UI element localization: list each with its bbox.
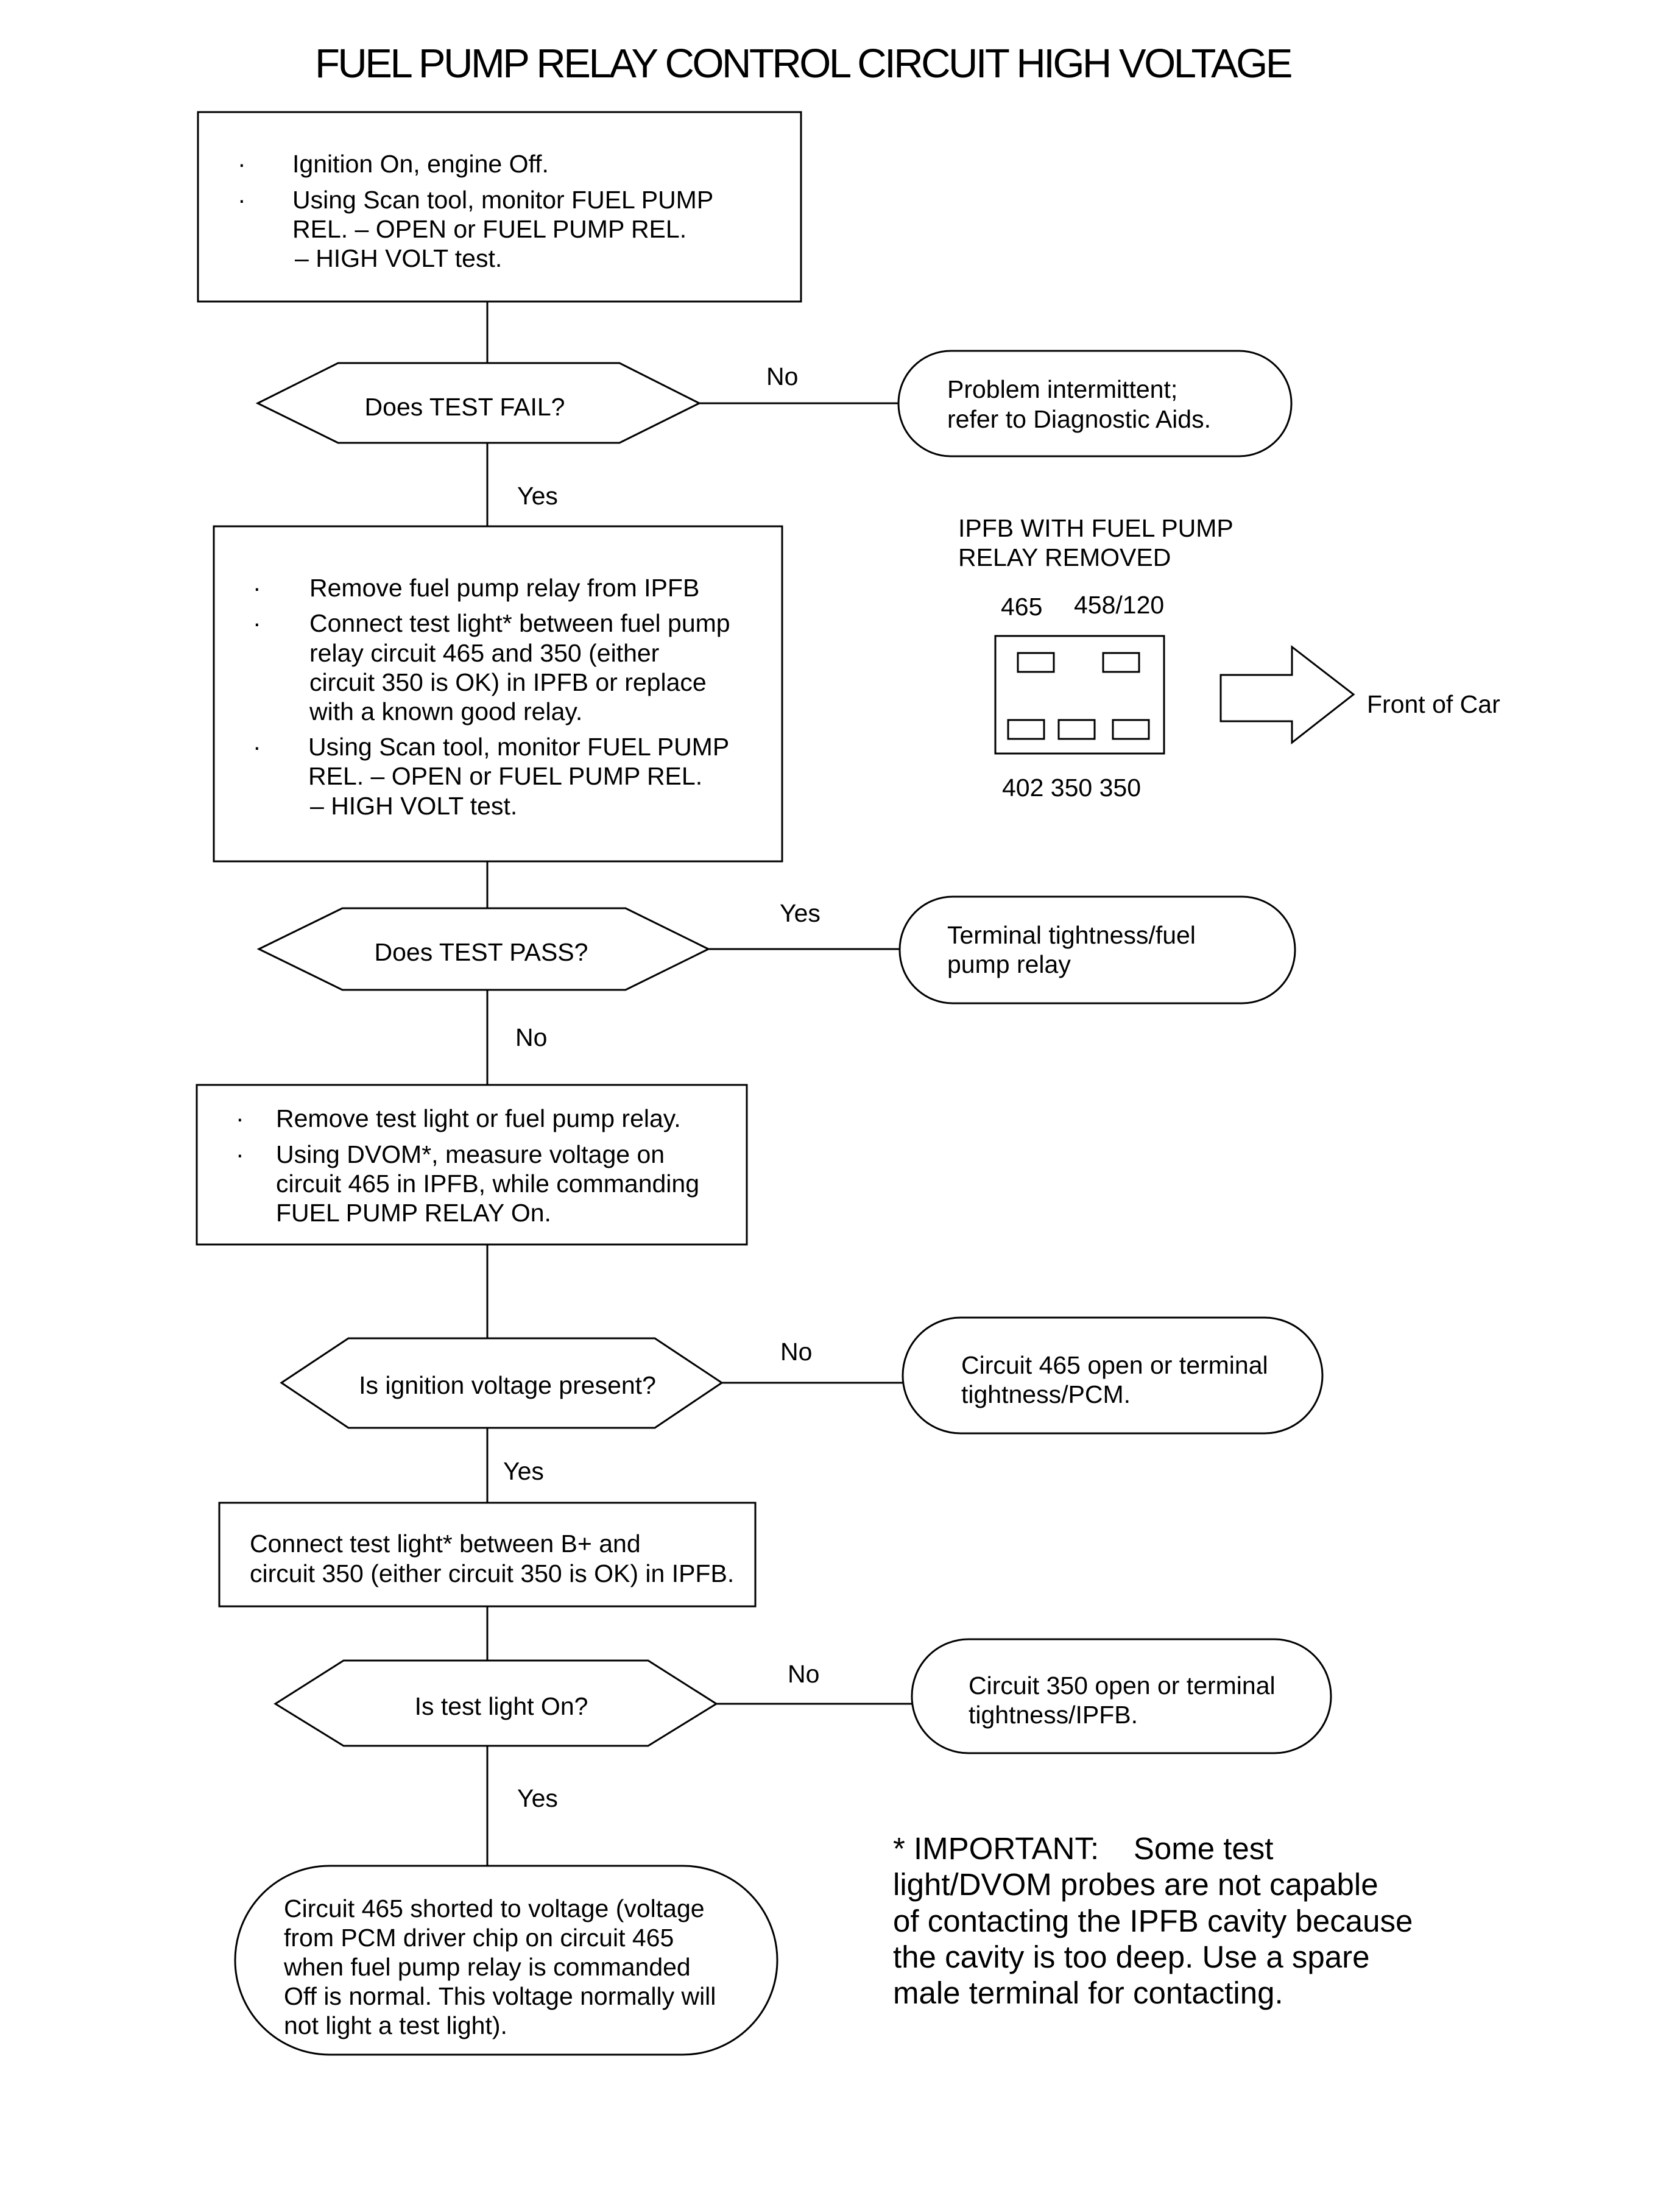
decision-1-question: Does TEST FAIL? bbox=[365, 393, 565, 421]
step-3-bullet-1: Remove test light or fuel pump relay. bbox=[276, 1104, 681, 1132]
result-1-line-2: refer to Diagnostic Aids. bbox=[947, 405, 1211, 433]
front-of-car-label: Front of Car bbox=[1367, 690, 1500, 718]
ipfb-bottom-labels: 402 350 350 bbox=[1002, 774, 1141, 802]
result-2-line-2: pump relay bbox=[947, 950, 1071, 978]
step-4-line-2: circuit 350 (either circuit 350 is OK) i… bbox=[250, 1559, 734, 1587]
decision-3-no-label: No bbox=[780, 1338, 812, 1366]
ipfb-diagram: IPFB WITH FUEL PUMP RELAY REMOVED 465 45… bbox=[958, 514, 1500, 802]
decision-4-question: Is test light On? bbox=[415, 1692, 588, 1720]
ipfb-cavity bbox=[1057, 719, 1096, 740]
result-2-terminal: Terminal tightness/fuel pump relay bbox=[898, 895, 1296, 1004]
step-4-line-1: Connect test light* between B+ and bbox=[250, 1530, 641, 1558]
important-note: * IMPORTANT: Some test light/DVOM probes… bbox=[893, 1831, 1413, 2010]
step-1-bullet-2-line-3: – HIGH VOLT test. bbox=[295, 244, 502, 272]
decision-3: Is ignition voltage present? bbox=[280, 1337, 724, 1429]
decision-4: Is test light On? bbox=[274, 1659, 718, 1747]
important-note-line-5: male terminal for contacting. bbox=[893, 1975, 1283, 2010]
result-4-line-2: tightness/IPFB. bbox=[969, 1701, 1138, 1729]
decision-1: Does TEST FAIL? bbox=[255, 362, 702, 444]
ipfb-top-label-465: 465 bbox=[1001, 593, 1042, 621]
ipfb-cavity bbox=[1102, 652, 1140, 673]
step-1-bullet-2-line-2: REL. – OPEN or FUEL PUMP REL. bbox=[292, 215, 686, 243]
important-note-line-3: of contacting the IPFB cavity because bbox=[893, 1904, 1413, 1938]
decision-2-yes-label: Yes bbox=[780, 899, 821, 927]
bullet: · bbox=[238, 150, 246, 178]
step-1-bullet-1: Ignition On, engine Off. bbox=[292, 150, 549, 178]
step-3-bullet-2-line-2: circuit 465 in IPFB, while commanding bbox=[276, 1170, 699, 1198]
decision-3-yes-label: Yes bbox=[503, 1457, 544, 1485]
ipfb-cavity bbox=[1007, 719, 1045, 740]
result-3-line-1: Circuit 465 open or terminal bbox=[961, 1351, 1268, 1379]
result-5-line-2: from PCM driver chip on circuit 465 bbox=[284, 1924, 674, 1952]
step-2-bullet-1: Remove fuel pump relay from IPFB bbox=[309, 574, 699, 602]
result-5-line-3: when fuel pump relay is commanded bbox=[283, 1953, 691, 1981]
ipfb-cavity bbox=[1112, 719, 1150, 740]
result-5-terminal: Circuit 465 shorted to voltage (voltage … bbox=[234, 1865, 778, 2056]
ipfb-heading-line-1: IPFB WITH FUEL PUMP bbox=[958, 514, 1234, 542]
page-title: FUEL PUMP RELAY CONTROL CIRCUIT HIGH VOL… bbox=[315, 41, 1291, 86]
step-3-box: · Remove test light or fuel pump relay. … bbox=[196, 1084, 748, 1246]
step-2-box: · Remove fuel pump relay from IPFB · Con… bbox=[213, 525, 783, 863]
decision-4-no-label: No bbox=[788, 1660, 819, 1688]
result-3-terminal: Circuit 465 open or terminal tightness/P… bbox=[902, 1316, 1324, 1435]
connectors bbox=[486, 302, 912, 1866]
decision-1-no-label: No bbox=[766, 362, 798, 390]
bullet: · bbox=[253, 609, 261, 637]
bullet: · bbox=[253, 574, 261, 602]
step-2-bullet-3-line-1: Using Scan tool, monitor FUEL PUMP bbox=[308, 733, 729, 761]
step-2-bullet-2-line-4: with a known good relay. bbox=[309, 697, 582, 725]
step-4-box: Connect test light* between B+ and circu… bbox=[218, 1502, 757, 1608]
bullet: · bbox=[236, 1104, 244, 1132]
result-5-line-4: Off is normal. This voltage normally wil… bbox=[284, 1982, 716, 2010]
result-1-line-1: Problem intermittent; bbox=[947, 375, 1177, 403]
result-1-terminal: Problem intermittent; refer to Diagnosti… bbox=[897, 350, 1293, 457]
important-note-line-4: the cavity is too deep. Use a spare bbox=[893, 1940, 1369, 1974]
step-2-bullet-2-line-1: Connect test light* between fuel pump bbox=[309, 609, 730, 637]
bullet: · bbox=[236, 1140, 244, 1168]
result-5-line-1: Circuit 465 shorted to voltage (voltage bbox=[284, 1894, 705, 1922]
decision-2-question: Does TEST PASS? bbox=[375, 938, 588, 966]
step-2-bullet-3-line-3: – HIGH VOLT test. bbox=[310, 792, 517, 820]
step-3-bullet-2-line-1: Using DVOM*, measure voltage on bbox=[276, 1140, 665, 1168]
step-2-bullet-3-line-2: REL. – OPEN or FUEL PUMP REL. bbox=[308, 762, 702, 790]
step-2-bullet-2-line-3: circuit 350 is OK) in IPFB or replace bbox=[309, 668, 707, 696]
important-note-line-2: light/DVOM probes are not capable bbox=[893, 1867, 1378, 1902]
result-4-line-1: Circuit 350 open or terminal bbox=[969, 1672, 1276, 1700]
ipfb-top-label-458: 458/120 bbox=[1074, 591, 1164, 619]
result-2-line-1: Terminal tightness/fuel bbox=[947, 921, 1196, 949]
ipfb-cavity bbox=[1017, 652, 1055, 673]
decision-2-no-label: No bbox=[515, 1023, 547, 1051]
front-arrow-icon bbox=[1219, 644, 1355, 745]
decision-3-question: Is ignition voltage present? bbox=[359, 1371, 656, 1399]
step-2-bullet-2-line-2: relay circuit 465 and 350 (either bbox=[309, 639, 659, 667]
bullet: · bbox=[253, 733, 261, 761]
result-4-terminal: Circuit 350 open or terminal tightness/I… bbox=[911, 1638, 1332, 1754]
decision-2: Does TEST PASS? bbox=[256, 907, 711, 991]
ipfb-heading-line-2: RELAY REMOVED bbox=[958, 543, 1171, 571]
important-note-line-1: * IMPORTANT: Some test bbox=[893, 1831, 1273, 1866]
decision-4-yes-label: Yes bbox=[517, 1784, 558, 1812]
step-3-bullet-2-line-3: FUEL PUMP RELAY On. bbox=[276, 1199, 551, 1227]
result-5-line-5: not light a test light). bbox=[284, 2011, 507, 2039]
step-1-bullet-2-line-1: Using Scan tool, monitor FUEL PUMP bbox=[292, 186, 713, 214]
step-1-box: · Ignition On, engine Off. · Using Scan … bbox=[197, 111, 802, 303]
decision-1-yes-label: Yes bbox=[517, 482, 558, 510]
result-3-line-2: tightness/PCM. bbox=[961, 1380, 1131, 1408]
bullet: · bbox=[238, 186, 246, 214]
